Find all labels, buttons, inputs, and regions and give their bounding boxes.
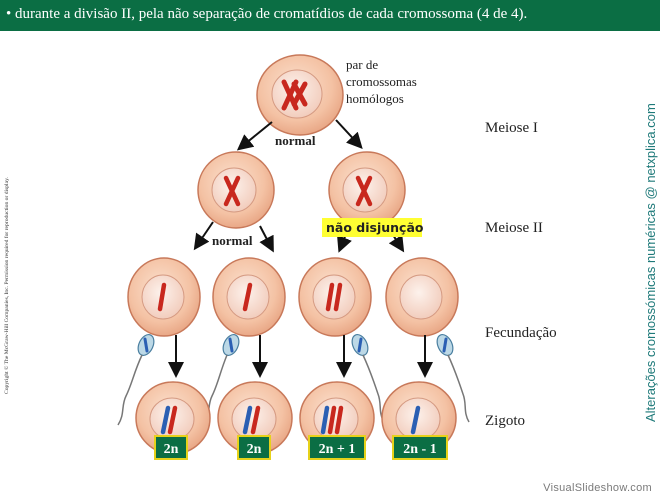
header-title: • durante a divisão II, pela não separaç… xyxy=(6,6,528,22)
gamete-3 xyxy=(298,257,372,337)
ploidy-label: 2n xyxy=(164,442,179,457)
maternal-chromosome xyxy=(250,405,261,435)
ploidy-box-4: 2n - 1 xyxy=(392,435,448,460)
ploidy-label: 2n + 1 xyxy=(319,442,356,457)
ploidy-box-3: 2n + 1 xyxy=(308,435,366,460)
stage-meiosis1: Meiose I xyxy=(485,120,538,136)
arrow xyxy=(193,221,214,251)
sperm-4 xyxy=(436,334,470,423)
arrow xyxy=(335,119,363,149)
maternal-chromosome xyxy=(334,405,344,435)
paternal-chromosome xyxy=(410,405,421,435)
maternal-chromosome xyxy=(327,405,337,435)
nondisjunction-highlight xyxy=(322,218,422,237)
sperm-1 xyxy=(117,334,155,426)
chromatid xyxy=(325,282,335,312)
normal-label-meiosis1: normal xyxy=(275,133,316,148)
stage-fertilization: Fecundação xyxy=(485,325,557,341)
homologous-pair-label-line2: cromossomas xyxy=(346,74,417,89)
ploidy-label: 2n - 1 xyxy=(403,442,436,457)
paternal-chromosome xyxy=(242,405,253,435)
chromosome-x xyxy=(223,175,241,207)
stage-meiosis2: Meiose II xyxy=(485,220,543,236)
chromatid xyxy=(333,282,343,312)
paternal-chromosome xyxy=(320,405,330,435)
cell-parent xyxy=(256,54,344,136)
cell-meiosis1-right xyxy=(328,151,406,229)
paternal-chromosome xyxy=(160,405,171,435)
chromatid xyxy=(242,282,253,312)
arrow xyxy=(236,121,273,151)
gamete-2 xyxy=(212,257,286,337)
homologous-pair-label-line1: par de xyxy=(346,57,378,72)
ploidy-label: 2n xyxy=(247,442,262,457)
arrow xyxy=(259,225,274,253)
sperm-3 xyxy=(351,334,385,423)
header-bar: • durante a divisão II, pela não separaç… xyxy=(0,0,660,31)
ploidy-box-2: 2n xyxy=(237,435,271,460)
chromosome-x xyxy=(355,175,373,207)
footer-watermark: VisualSlideshow.com xyxy=(543,482,652,494)
zygote-2 xyxy=(217,381,293,455)
cell-meiosis1-left xyxy=(197,151,275,229)
maternal-chromosome xyxy=(167,405,178,435)
homologous-chromosomes xyxy=(281,79,308,111)
nondisjunction-label: não disjunção xyxy=(326,220,424,235)
ploidy-box-1: 2n xyxy=(154,435,188,460)
homologous-pair-label-line3: homólogos xyxy=(346,91,404,106)
gamete-4 xyxy=(385,257,459,337)
gamete-1 xyxy=(127,257,201,337)
chromatid xyxy=(157,282,167,312)
stage-zygote: Zigoto xyxy=(485,413,525,429)
normal-label-meiosis2: normal xyxy=(212,233,253,248)
